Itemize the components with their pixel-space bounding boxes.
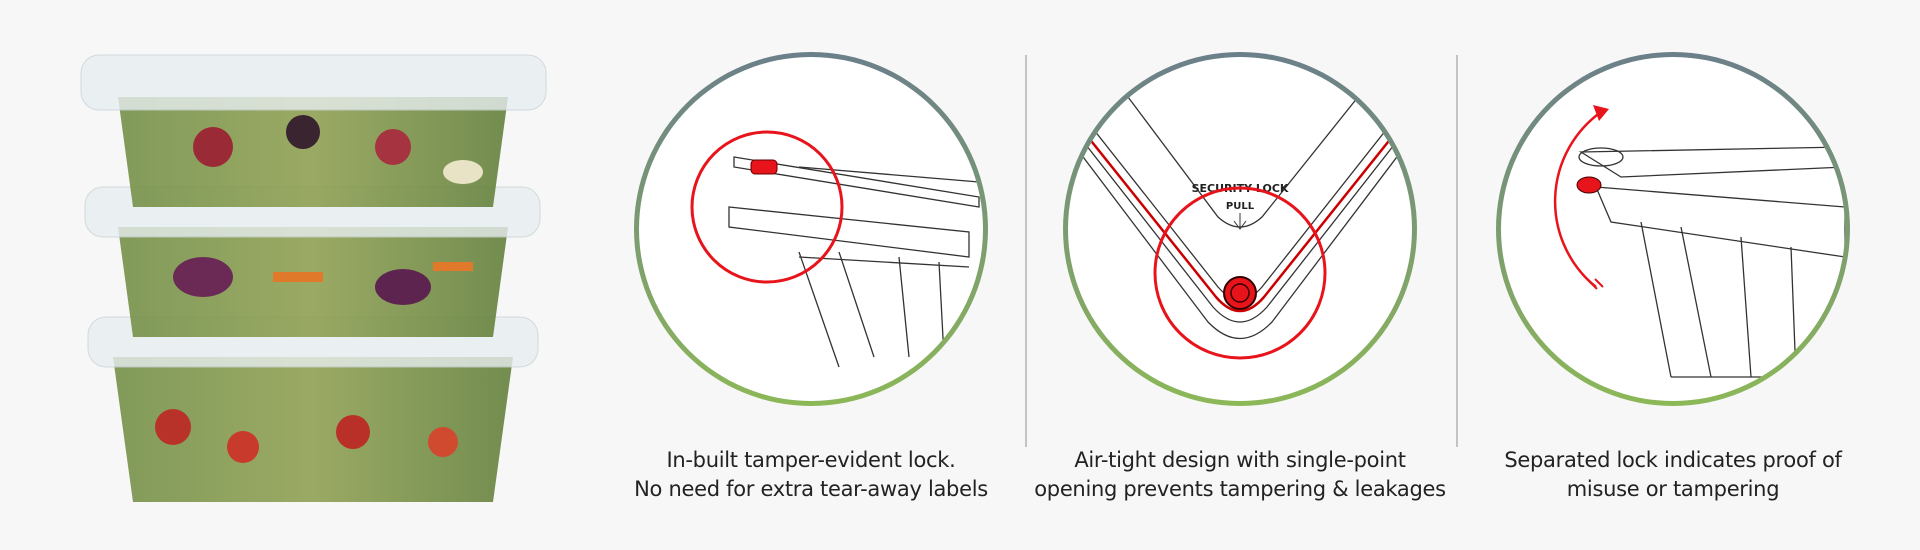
caption-line: opening prevents tampering & leakages xyxy=(1034,477,1446,501)
highlight-ring xyxy=(1153,186,1327,360)
caption-line: Air-tight design with single-point xyxy=(1074,448,1406,472)
lock-tab-highlight xyxy=(750,159,778,175)
feature-circle-tamper-lock xyxy=(634,52,988,406)
caption-line: misuse or tampering xyxy=(1566,477,1780,501)
caption-line: No need for extra tear-away labels xyxy=(634,477,988,501)
rotation-arrow-icon xyxy=(1553,110,1602,288)
highlight-ring xyxy=(690,130,844,284)
feature-caption-separated-lock: Separated lock indicates proof of misuse… xyxy=(1453,446,1893,504)
lock-button-highlight xyxy=(1223,276,1257,310)
caption-line: In-built tamper-evident lock. xyxy=(666,448,956,472)
feature-caption-tamper-lock: In-built tamper-evident lock. No need fo… xyxy=(591,446,1031,504)
down-arrow-icon xyxy=(1233,213,1247,230)
feature-circle-security-lock: SECURITY LOCK PULL xyxy=(1063,52,1417,406)
feature-circle-separated-lock xyxy=(1496,52,1850,406)
caption-line: Separated lock indicates proof of xyxy=(1504,448,1842,472)
divider xyxy=(1456,55,1458,447)
separated-lock-diagram xyxy=(1553,105,1845,378)
divider xyxy=(1025,55,1027,447)
pull-label: PULL xyxy=(1226,201,1255,212)
lock-corner-diagram: SECURITY LOCK PULL xyxy=(1068,96,1412,360)
separated-tab-highlight xyxy=(1576,176,1602,194)
feature-caption-airtight: Air-tight design with single-point openi… xyxy=(1020,446,1460,504)
stacked-salad-containers-image xyxy=(80,54,547,502)
lock-side-diagram xyxy=(690,130,980,368)
